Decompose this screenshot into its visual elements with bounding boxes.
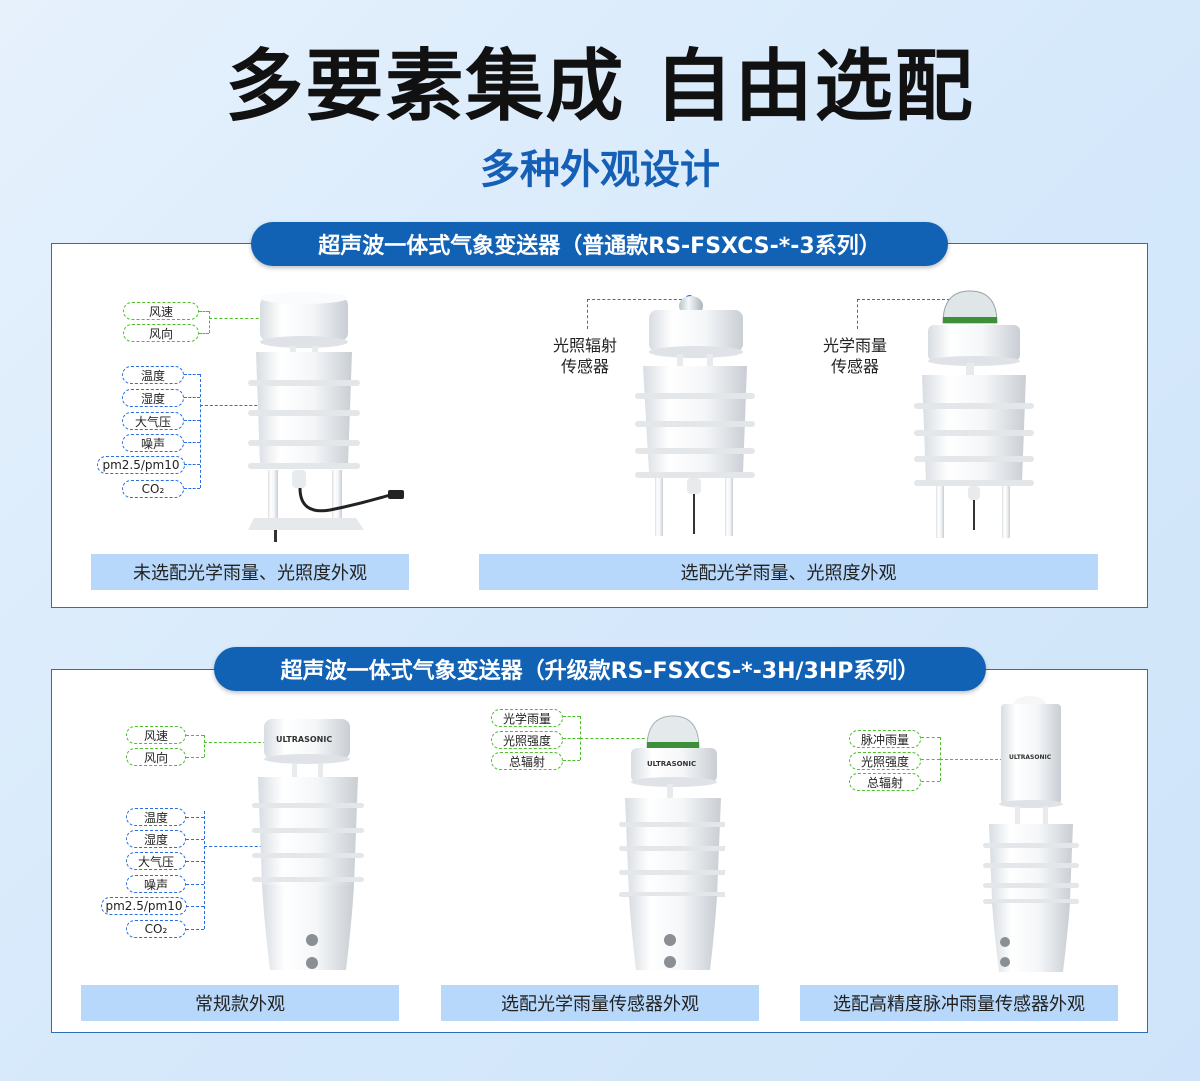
connector-line	[186, 861, 204, 862]
radiation-sensor-label: 光照辐射 传感器	[545, 335, 625, 377]
connector-line	[200, 405, 272, 406]
tag-light-intensity: 光照强度	[849, 752, 921, 770]
optical-rain-sensor-label: 光学雨量 传感器	[815, 335, 895, 377]
connector-line	[563, 716, 580, 717]
connector-line	[204, 735, 205, 757]
page-subtitle: 多种外观设计	[480, 147, 720, 193]
tag-optical-rain: 光学雨量	[491, 709, 563, 727]
connector-line	[204, 846, 278, 847]
weather-station-pulse-rain-image: ULTRASONIC	[983, 696, 1079, 972]
connector-line	[199, 311, 209, 312]
connector-line	[563, 760, 580, 761]
connector-line	[940, 759, 1008, 760]
tag-noise: 噪声	[126, 875, 186, 893]
label-line: 传感器	[830, 357, 879, 376]
standard-series-banner: 超声波一体式气象变送器（普通款RS-FSXCS-*-3系列）	[251, 222, 948, 266]
tag-total-radiation: 总辐射	[491, 752, 563, 770]
connector-line	[184, 397, 200, 398]
tag-wind-direction: 风向	[123, 324, 199, 342]
tag-co2: CO₂	[126, 920, 186, 938]
caption-optical-rain: 选配光学雨量传感器外观	[441, 985, 759, 1021]
connector-line	[184, 420, 200, 421]
upgraded-series-banner: 超声波一体式气象变送器（升级款RS-FSXCS-*-3H/3HP系列）	[214, 647, 986, 691]
connector-line	[186, 884, 204, 885]
tag-pm: pm2.5/pm10	[101, 897, 187, 915]
tag-wind-speed: 风速	[123, 302, 199, 320]
tag-total-radiation: 总辐射	[849, 773, 921, 791]
connector-line	[587, 299, 588, 329]
connector-line	[186, 817, 204, 818]
weather-station-standard-image	[248, 292, 404, 542]
connector-line	[184, 488, 200, 489]
connector-line	[186, 735, 204, 736]
weather-station-optical-rain-upgraded-image: ULTRASONIC	[619, 715, 725, 970]
connector-line	[204, 811, 205, 929]
caption-standard: 未选配光学雨量、光照度外观	[91, 554, 409, 590]
label-line: 光照辐射	[552, 336, 617, 355]
caption-regular: 常规款外观	[81, 985, 399, 1021]
label-line: 传感器	[560, 357, 609, 376]
connector-line	[209, 318, 269, 319]
weather-station-radiation-image	[635, 296, 755, 536]
connector-line	[200, 374, 201, 488]
page-title: 多要素集成 自由选配	[225, 42, 975, 132]
connector-line	[921, 759, 940, 760]
tag-pressure: 大气压	[122, 412, 184, 430]
weather-station-optical-rain-image	[914, 290, 1034, 538]
connector-line	[204, 742, 276, 743]
connector-line	[186, 757, 204, 758]
tag-humidity: 湿度	[126, 830, 186, 848]
connector-line	[921, 737, 940, 738]
svg-text:ULTRASONIC: ULTRASONIC	[647, 760, 696, 768]
tag-light-intensity: 光照强度	[491, 731, 563, 749]
tag-wind-speed: 风速	[126, 726, 186, 744]
caption-optional: 选配光学雨量、光照度外观	[479, 554, 1098, 590]
tag-humidity: 湿度	[122, 389, 184, 407]
tag-wind-direction: 风向	[126, 748, 186, 766]
connector-line	[186, 839, 204, 840]
connector-line	[857, 299, 858, 329]
connector-line	[587, 299, 687, 300]
connector-line	[199, 333, 209, 334]
tag-noise: 噪声	[122, 434, 184, 452]
tag-temperature: 温度	[126, 808, 186, 826]
svg-text:ULTRASONIC: ULTRASONIC	[1009, 754, 1052, 761]
connector-line	[857, 299, 955, 300]
connector-line	[563, 738, 580, 739]
caption-pulse-rain: 选配高精度脉冲雨量传感器外观	[800, 985, 1118, 1021]
tag-pulse-rain: 脉冲雨量	[849, 730, 921, 748]
tag-co2: CO₂	[122, 480, 184, 498]
connector-line	[921, 781, 940, 782]
connector-line	[209, 311, 210, 333]
tag-pressure: 大气压	[126, 852, 186, 870]
connector-line	[186, 906, 204, 907]
svg-text:ULTRASONIC: ULTRASONIC	[276, 735, 332, 744]
connector-line	[580, 738, 650, 739]
connector-line	[186, 929, 204, 930]
tag-temperature: 温度	[122, 366, 184, 384]
connector-line	[184, 442, 200, 443]
upgraded-series-panel	[51, 669, 1148, 1033]
connector-line	[184, 464, 200, 465]
label-line: 光学雨量	[822, 336, 887, 355]
tag-pm: pm2.5/pm10	[97, 456, 185, 474]
connector-line	[184, 374, 200, 375]
weather-station-upgraded-image: ULTRASONIC	[252, 719, 364, 970]
